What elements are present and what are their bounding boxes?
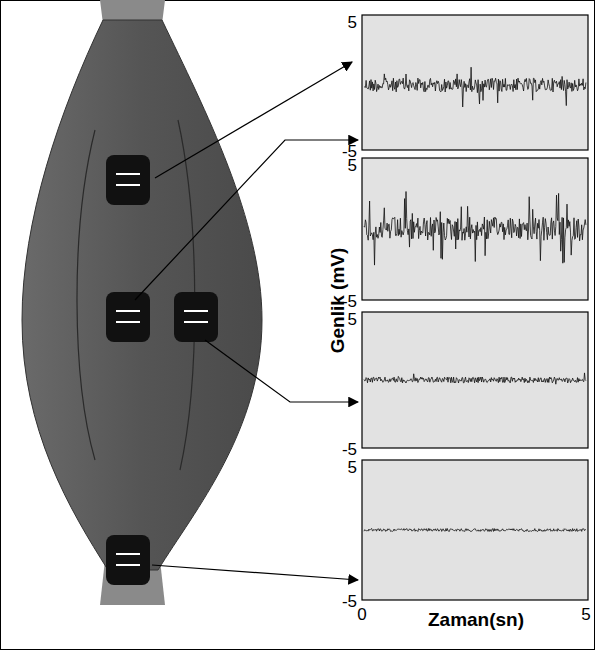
axis-tick: 5 — [348, 14, 357, 31]
emg-signal — [364, 192, 586, 266]
muscle-body — [22, 20, 262, 570]
electrode — [106, 535, 150, 585]
emg-signal — [364, 373, 586, 384]
leader-arrow — [155, 62, 352, 178]
electrode — [106, 292, 150, 342]
emg-signal — [364, 67, 586, 107]
emg-signal — [364, 529, 586, 532]
plot-panel — [362, 15, 588, 150]
axis-title: Zaman(sn) — [428, 610, 524, 629]
plot-panel — [362, 460, 588, 600]
axis-tick: -5 — [342, 593, 357, 610]
leader-arrow — [135, 140, 358, 300]
plot-panel — [362, 312, 588, 448]
axis-tick: 5 — [348, 157, 357, 174]
axis-tick: 5 — [348, 459, 357, 476]
leader-arrow — [152, 565, 358, 580]
electrode — [174, 292, 218, 342]
axis-title: Genlik (mV) — [328, 247, 347, 353]
axis-tick: 5 — [348, 311, 357, 328]
axis-tick: 0 — [357, 606, 366, 623]
plot-panel — [362, 158, 588, 300]
axis-tick: 5 — [581, 606, 590, 623]
muscle-fiber — [77, 130, 95, 460]
axis-tick: -5 — [342, 441, 357, 458]
electrode — [106, 155, 150, 205]
